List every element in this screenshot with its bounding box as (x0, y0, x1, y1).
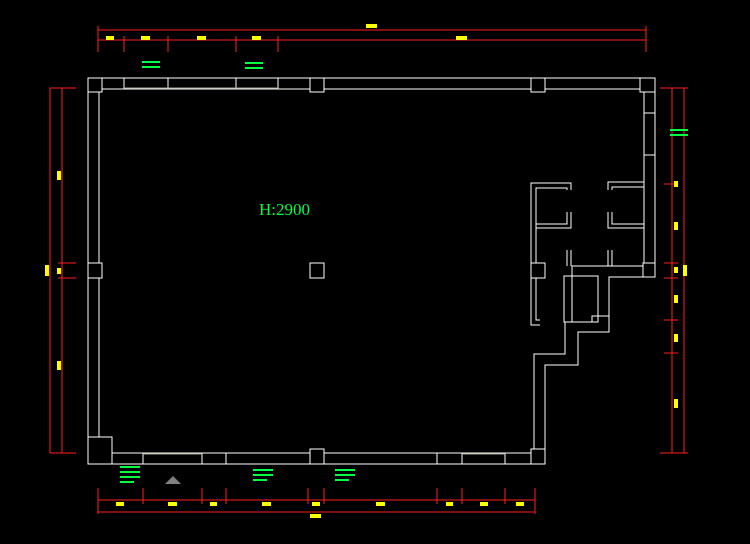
bottom-dimension-chain (97, 488, 536, 514)
left-dimension-values (45, 171, 61, 370)
right-dimension-values (674, 181, 687, 408)
top-dimension-chain (97, 26, 647, 52)
interior-partitions (530, 181, 644, 326)
room-height-label: H:2900 (259, 200, 310, 219)
window-glazing (124, 87, 505, 455)
structural-columns (87, 77, 656, 465)
bottom-dimension-values (116, 502, 524, 518)
window-tags (120, 61, 688, 483)
top-dimension-values (106, 24, 467, 40)
entrance-arrow-icon (165, 476, 181, 484)
left-dimension-chain (49, 87, 76, 454)
